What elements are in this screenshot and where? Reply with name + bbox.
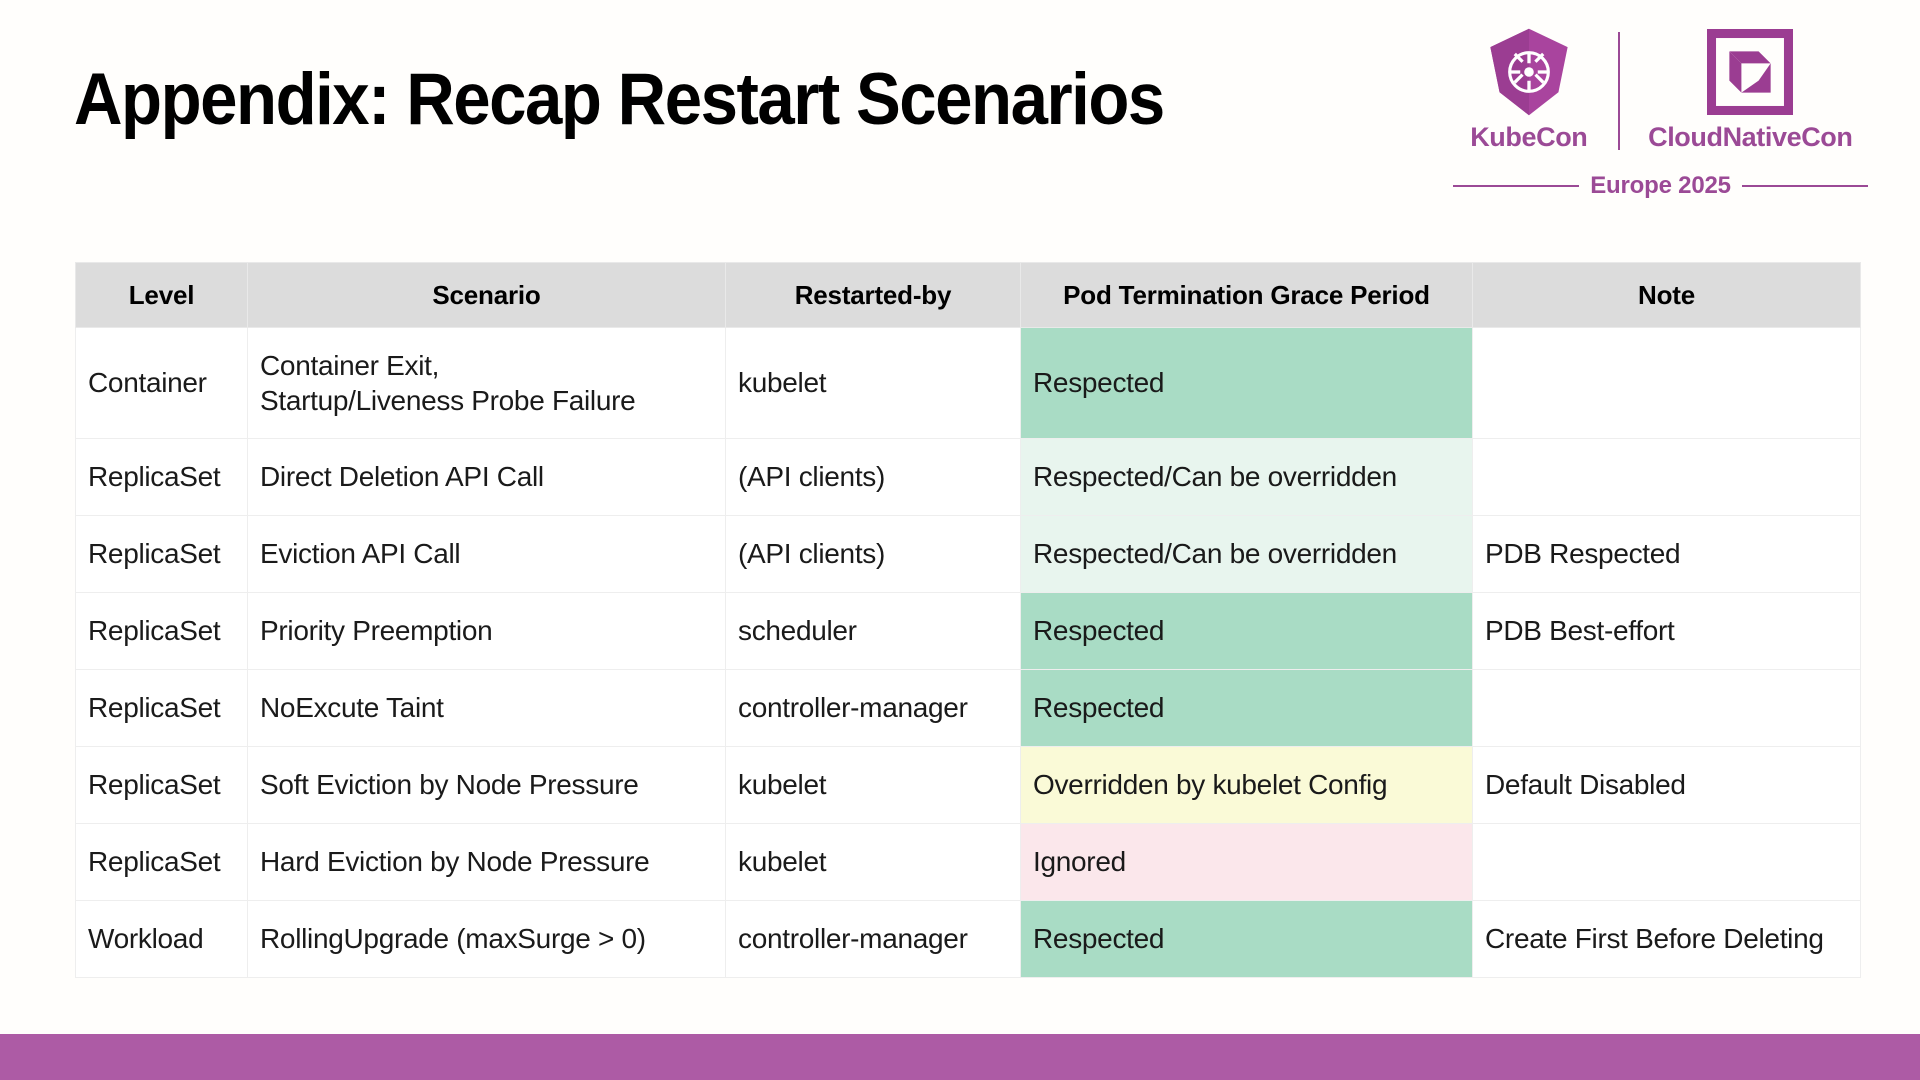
cell-grace: Respected/Can be overridden — [1020, 515, 1473, 593]
logo-divider — [1617, 32, 1620, 150]
cell-scenario: Container Exit, Startup/Liveness Probe F… — [247, 327, 726, 439]
kubernetes-helm-icon — [1483, 26, 1575, 118]
cell-level: ReplicaSet — [75, 669, 248, 747]
cell-restarted-by: scheduler — [725, 592, 1021, 670]
logo-row: KubeCon CloudNativeCon — [1453, 26, 1868, 171]
cell-note: PDB Respected — [1472, 515, 1861, 593]
cell-scenario: Direct Deletion API Call — [247, 438, 726, 516]
cell-restarted-by: controller-manager — [725, 900, 1021, 978]
cell-level: ReplicaSet — [75, 746, 248, 824]
cell-level: Workload — [75, 900, 248, 978]
cell-level: ReplicaSet — [75, 823, 248, 901]
cell-grace: Respected — [1020, 592, 1473, 670]
cell-restarted-by: kubelet — [725, 823, 1021, 901]
page-title: Appendix: Recap Restart Scenarios — [74, 59, 1165, 140]
cell-restarted-by: kubelet — [725, 327, 1021, 439]
column-header-grace-period: Pod Termination Grace Period — [1020, 262, 1473, 328]
cell-scenario: NoExcute Taint — [247, 669, 726, 747]
cell-restarted-by: (API clients) — [725, 438, 1021, 516]
cell-scenario: Hard Eviction by Node Pressure — [247, 823, 726, 901]
logo-rule-right — [1741, 185, 1869, 187]
cell-restarted-by: kubelet — [725, 746, 1021, 824]
column-header-note: Note — [1472, 262, 1861, 328]
cell-note: PDB Best-effort — [1472, 592, 1861, 670]
cell-restarted-by: (API clients) — [725, 515, 1021, 593]
restart-scenarios-table: Level Scenario Restarted-by Pod Terminat… — [75, 262, 1861, 978]
cell-scenario: Soft Eviction by Node Pressure — [247, 746, 726, 824]
cell-scenario: RollingUpgrade (maxSurge > 0) — [247, 900, 726, 978]
cloudnativecon-wordmark: CloudNativeCon — [1648, 122, 1853, 152]
cell-note — [1472, 669, 1861, 747]
cell-scenario: Eviction API Call — [247, 515, 726, 593]
restart-scenarios-table-container: Level Scenario Restarted-by Pod Terminat… — [75, 262, 1861, 978]
cell-scenario: Priority Preemption — [247, 592, 726, 670]
cell-grace: Respected — [1020, 669, 1473, 747]
cell-level: ReplicaSet — [75, 515, 248, 593]
cell-level: ReplicaSet — [75, 592, 248, 670]
cell-level: ReplicaSet — [75, 438, 248, 516]
column-header-scenario: Scenario — [247, 262, 726, 328]
cell-note: Default Disabled — [1472, 746, 1861, 824]
table-header: Level Scenario Restarted-by Pod Terminat… — [75, 262, 1861, 328]
cell-note: Create First Before Deleting — [1472, 900, 1861, 978]
cell-grace: Respected/Can be overridden — [1020, 438, 1473, 516]
logo-rule-left — [1453, 185, 1580, 187]
cell-note — [1472, 823, 1861, 901]
logo-location-label: Europe 2025 — [1590, 172, 1731, 199]
cell-grace: Respected — [1020, 327, 1473, 439]
cell-grace: Overridden by kubelet Config — [1020, 746, 1473, 824]
cell-level: Container — [75, 327, 248, 439]
cell-restarted-by: controller-manager — [725, 669, 1021, 747]
bottom-accent-bar — [0, 1034, 1920, 1080]
cell-grace: Respected — [1020, 900, 1473, 978]
cell-grace: Ignored — [1020, 823, 1473, 901]
table-header-row: Level Scenario Restarted-by Pod Terminat… — [75, 262, 1861, 328]
logo-location-row: Europe 2025 — [1453, 172, 1869, 200]
cell-note — [1472, 438, 1861, 516]
column-header-level: Level — [75, 262, 248, 328]
kubecon-wordmark: KubeCon — [1470, 122, 1588, 152]
cell-note — [1472, 327, 1861, 439]
cloudnativecon-square-icon — [1707, 26, 1794, 118]
kubecon-cloudnativecon-logo: KubeCon CloudNativeCon Europe 2025 — [1453, 26, 1869, 201]
kubecon-logo-block: KubeCon — [1453, 26, 1605, 153]
column-header-restarted-by: Restarted-by — [725, 262, 1021, 328]
cloudnativecon-logo-block: CloudNativeCon — [1633, 26, 1868, 153]
